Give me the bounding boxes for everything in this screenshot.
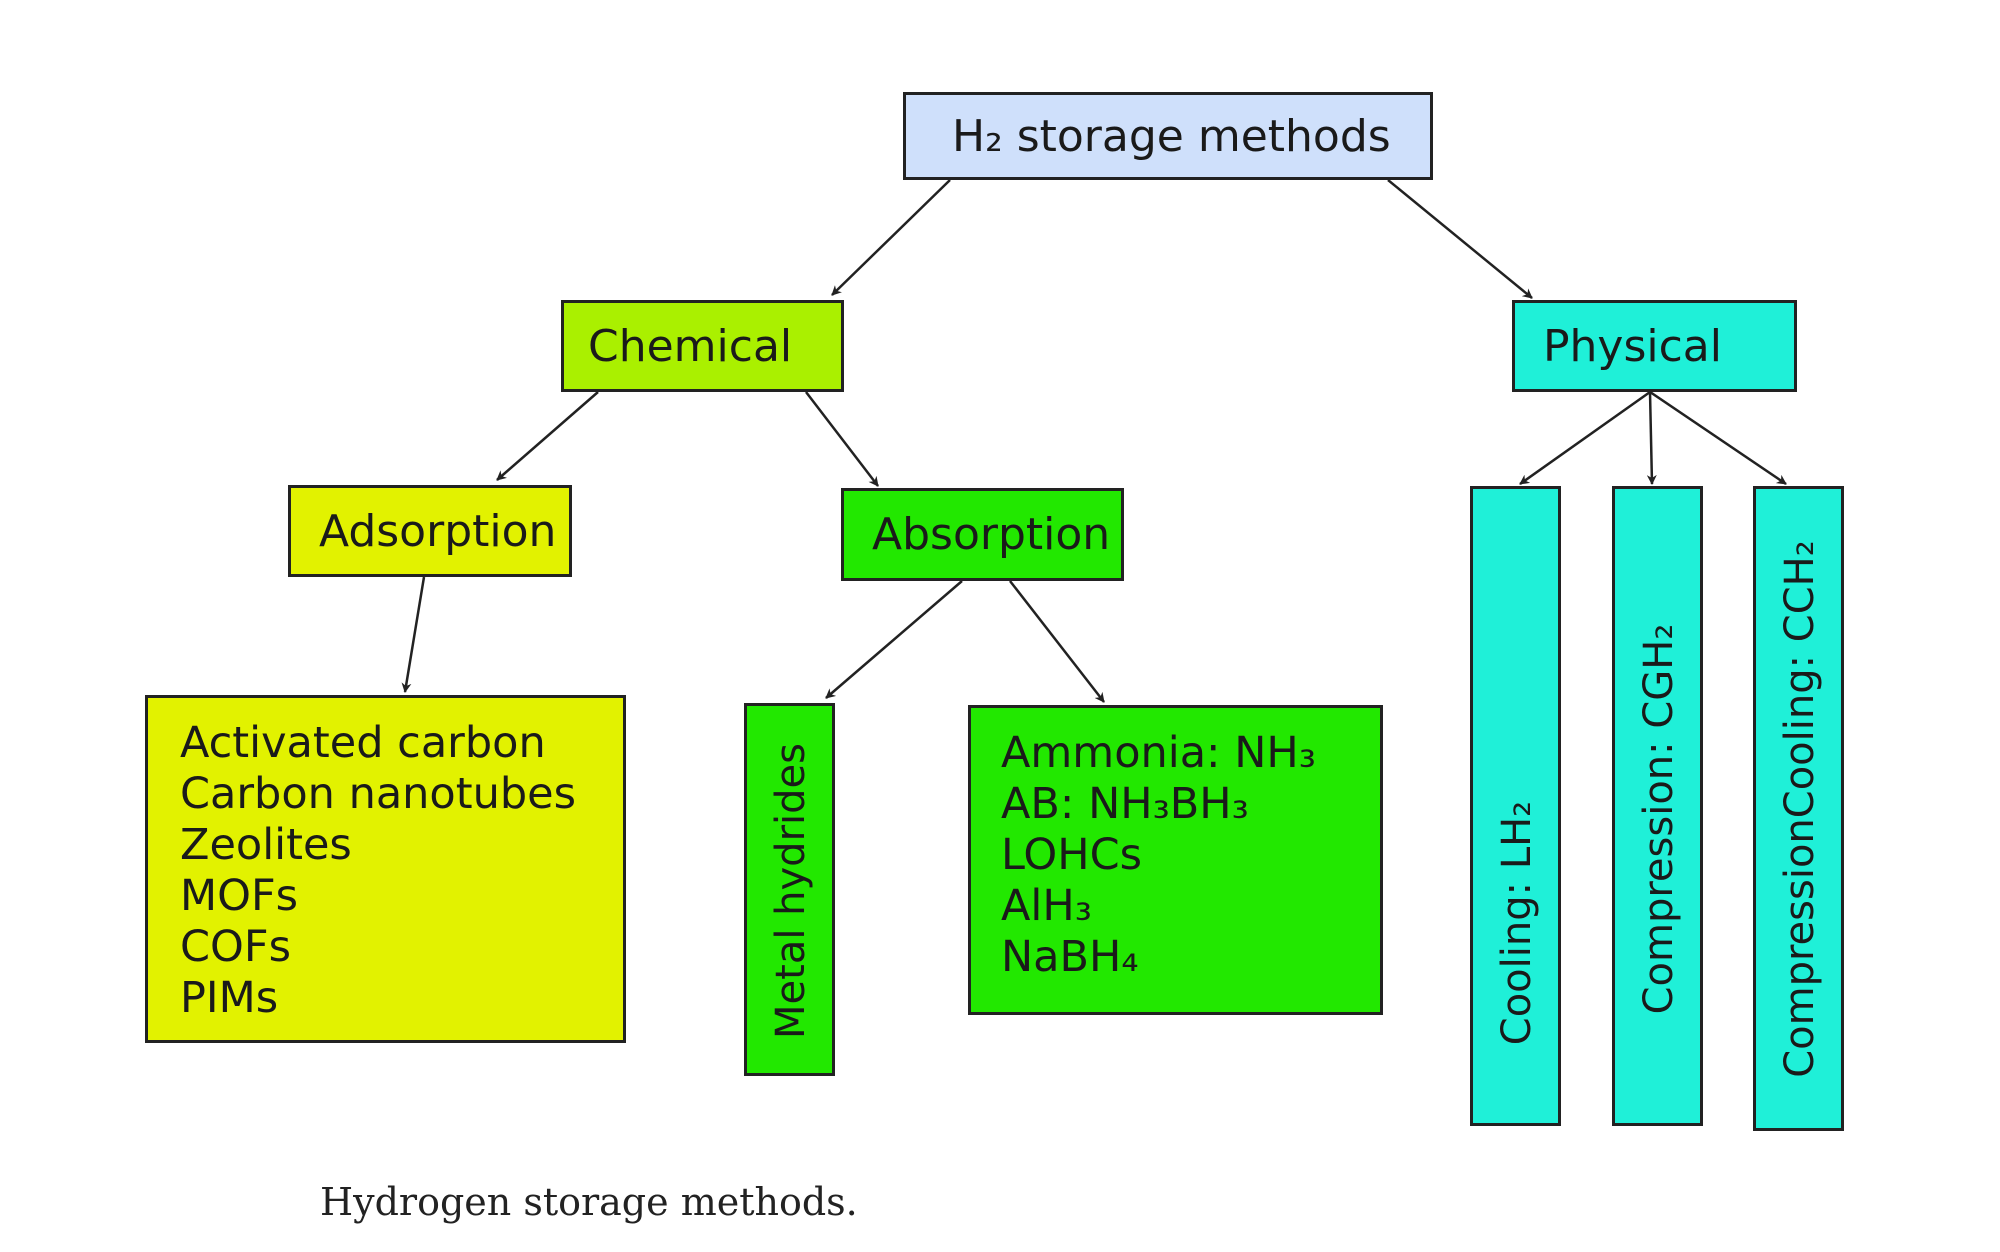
list-item: NaBH₄ bbox=[1001, 932, 1139, 982]
list-item: Ammonia: NH₃ bbox=[1001, 728, 1316, 778]
list-item: MOFs bbox=[180, 871, 299, 921]
compression-cooling-label: CompressionCooling: CCH₂ bbox=[1777, 540, 1823, 1078]
adsorption-label: Adsorption bbox=[319, 506, 557, 557]
root-node: H₂ storage methods bbox=[903, 92, 1433, 180]
arrow-absorption-to-list bbox=[1009, 580, 1105, 703]
compression-cooling-node: CompressionCooling: CCH₂ bbox=[1753, 486, 1844, 1131]
absorption-node: Absorption bbox=[841, 488, 1124, 581]
list-item: LOHCs bbox=[1001, 830, 1143, 880]
cooling-node: Cooling: LH₂ bbox=[1470, 486, 1561, 1126]
arrow-adsorption-to-list bbox=[401, 576, 426, 693]
list-item: Activated carbon bbox=[180, 718, 546, 768]
adsorption-node: Adsorption bbox=[288, 485, 572, 577]
arrow-physical-to-compression bbox=[1646, 391, 1657, 485]
list-item: Carbon nanotubes bbox=[180, 769, 577, 819]
list-item: COFs bbox=[180, 922, 292, 972]
metal-hydrides-node: Metal hydrides bbox=[744, 703, 835, 1076]
cooling-label: Cooling: LH₂ bbox=[1494, 800, 1540, 1046]
compression-label: Compression: CGH₂ bbox=[1636, 623, 1682, 1015]
adsorption-materials-box: Activated carbon Carbon nanotubes Zeolit… bbox=[145, 695, 626, 1043]
chemical-label: Chemical bbox=[588, 321, 793, 372]
arrow-absorption-to-metal-hydrides bbox=[825, 580, 963, 699]
list-item: AlH₃ bbox=[1001, 881, 1092, 931]
metal-hydrides-label: Metal hydrides bbox=[768, 743, 814, 1039]
figure-caption: Hydrogen storage methods. bbox=[320, 1180, 858, 1224]
root-label: H₂ storage methods bbox=[952, 111, 1391, 162]
list-item: PIMs bbox=[180, 973, 279, 1023]
absorption-materials-box: Ammonia: NH₃ AB: NH₃BH₃ LOHCs AlH₃ NaBH₄ bbox=[968, 705, 1383, 1015]
list-item: Zeolites bbox=[180, 820, 352, 870]
absorption-materials-list: Ammonia: NH₃ AB: NH₃BH₃ LOHCs AlH₃ NaBH₄ bbox=[1001, 728, 1316, 983]
physical-node: Physical bbox=[1512, 300, 1797, 392]
arrow-chemical-to-adsorption bbox=[496, 391, 599, 481]
arrow-physical-to-compression-cooling bbox=[1649, 390, 1787, 486]
physical-label: Physical bbox=[1543, 321, 1722, 372]
compression-node: Compression: CGH₂ bbox=[1612, 486, 1703, 1126]
arrow-chemical-to-absorption bbox=[805, 391, 879, 487]
arrow-root-to-chemical bbox=[831, 179, 951, 296]
arrow-physical-to-cooling bbox=[1519, 390, 1651, 486]
list-item: AB: NH₃BH₃ bbox=[1001, 779, 1249, 829]
chemical-node: Chemical bbox=[561, 300, 844, 392]
adsorption-materials-list: Activated carbon Carbon nanotubes Zeolit… bbox=[180, 718, 576, 1024]
absorption-label: Absorption bbox=[872, 509, 1111, 560]
arrow-root-to-physical bbox=[1387, 179, 1533, 299]
